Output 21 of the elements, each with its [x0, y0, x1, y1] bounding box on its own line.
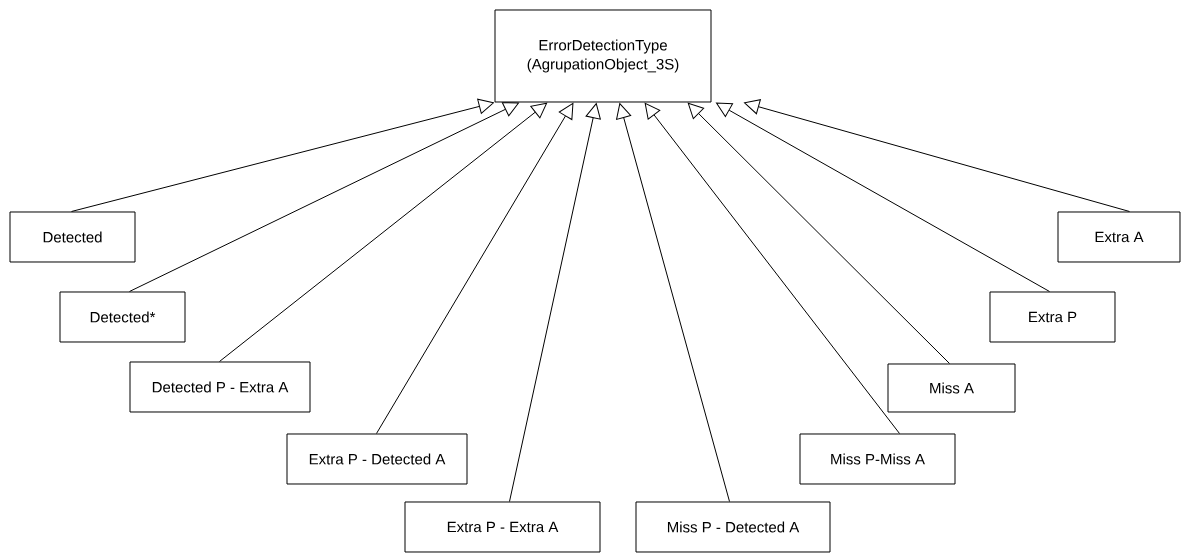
class-box: Extra P - Detected A — [286, 433, 468, 485]
class-box: Extra P - Extra A — [404, 501, 601, 553]
inheritance-arrow — [644, 102, 900, 434]
inheritance-arrow — [716, 102, 1050, 292]
class-box: Miss P - Detected A — [635, 501, 831, 553]
class-box: Miss P-Miss A — [799, 433, 956, 485]
inheritance-arrow — [616, 103, 730, 502]
class-box: Extra P — [989, 291, 1116, 343]
inheritance-arrow — [219, 102, 548, 362]
inheritance-arrow — [509, 103, 601, 502]
class-box: Miss A — [887, 363, 1016, 413]
inheritance-arrow — [376, 102, 574, 434]
inheritance-arrow — [71, 98, 494, 212]
class-box: Detected P - Extra A — [129, 361, 311, 413]
class-box: ErrorDetectionType (AgrupationObject_3S) — [494, 9, 712, 103]
inheritance-arrow — [687, 102, 950, 364]
inheritance-arrow — [744, 99, 1130, 212]
class-box: Detected — [9, 211, 136, 263]
inheritance-arrow — [129, 102, 519, 292]
class-box: Extra A — [1057, 211, 1181, 263]
class-box: Detected* — [59, 291, 186, 343]
